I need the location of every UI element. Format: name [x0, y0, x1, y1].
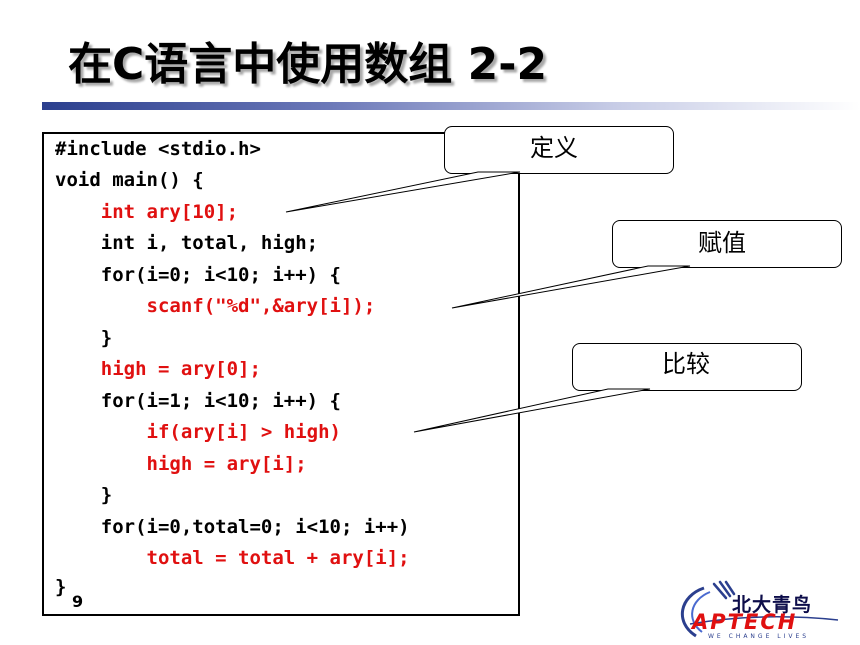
leader-compare: [413, 388, 651, 433]
code-line-high-assign: high = ary[i];: [55, 453, 307, 475]
logo-tagline: WE CHANGE LIVES: [708, 633, 810, 640]
callout-assign-label: 赋值: [698, 229, 746, 257]
code-line-total-sum: total = total + ary[i];: [55, 547, 410, 569]
callout-assign-box: [612, 220, 842, 268]
slide-title: 在C语言中使用数组 2-2: [68, 39, 548, 90]
logo-english-text: APTECH: [692, 610, 798, 634]
callout-define-label: 定义: [530, 134, 578, 162]
aptech-logo-icon: [680, 580, 839, 638]
leader-define: [285, 171, 521, 213]
code-line-if: if(ary[i] > high): [55, 421, 341, 443]
code-line-for-input: for(i=0; i<10; i++) {: [55, 264, 341, 286]
code-line-end-brace: }: [55, 576, 67, 598]
callout-compare-label: 比较: [662, 350, 710, 378]
title-divider: [42, 102, 860, 110]
callout-define-box: [444, 126, 674, 174]
code-line-include: #include <stdio.h>: [55, 138, 261, 160]
code-line-scanf: scanf("%d",&ary[i]);: [55, 295, 376, 317]
code-line-for-compare: for(i=1; i<10; i++) {: [55, 390, 341, 412]
code-line-close-brace-2: }: [55, 484, 113, 506]
code-line-close-brace: }: [55, 327, 113, 349]
code-box: #include <stdio.h> void main() { int ary…: [42, 132, 520, 616]
leader-assign: [451, 265, 691, 309]
code-line-declare-vars: int i, total, high;: [55, 232, 319, 254]
code-line-main: void main() {: [55, 169, 204, 191]
slide-number: 9: [72, 592, 84, 611]
callout-compare-box: [572, 343, 802, 391]
logo-chinese-text: 北大青鸟: [732, 594, 813, 616]
code-line-for-total: for(i=0,total=0; i<10; i++): [55, 516, 410, 538]
code-line-declare-array: int ary[10];: [55, 201, 239, 223]
code-line-high-init: high = ary[0];: [55, 358, 261, 380]
